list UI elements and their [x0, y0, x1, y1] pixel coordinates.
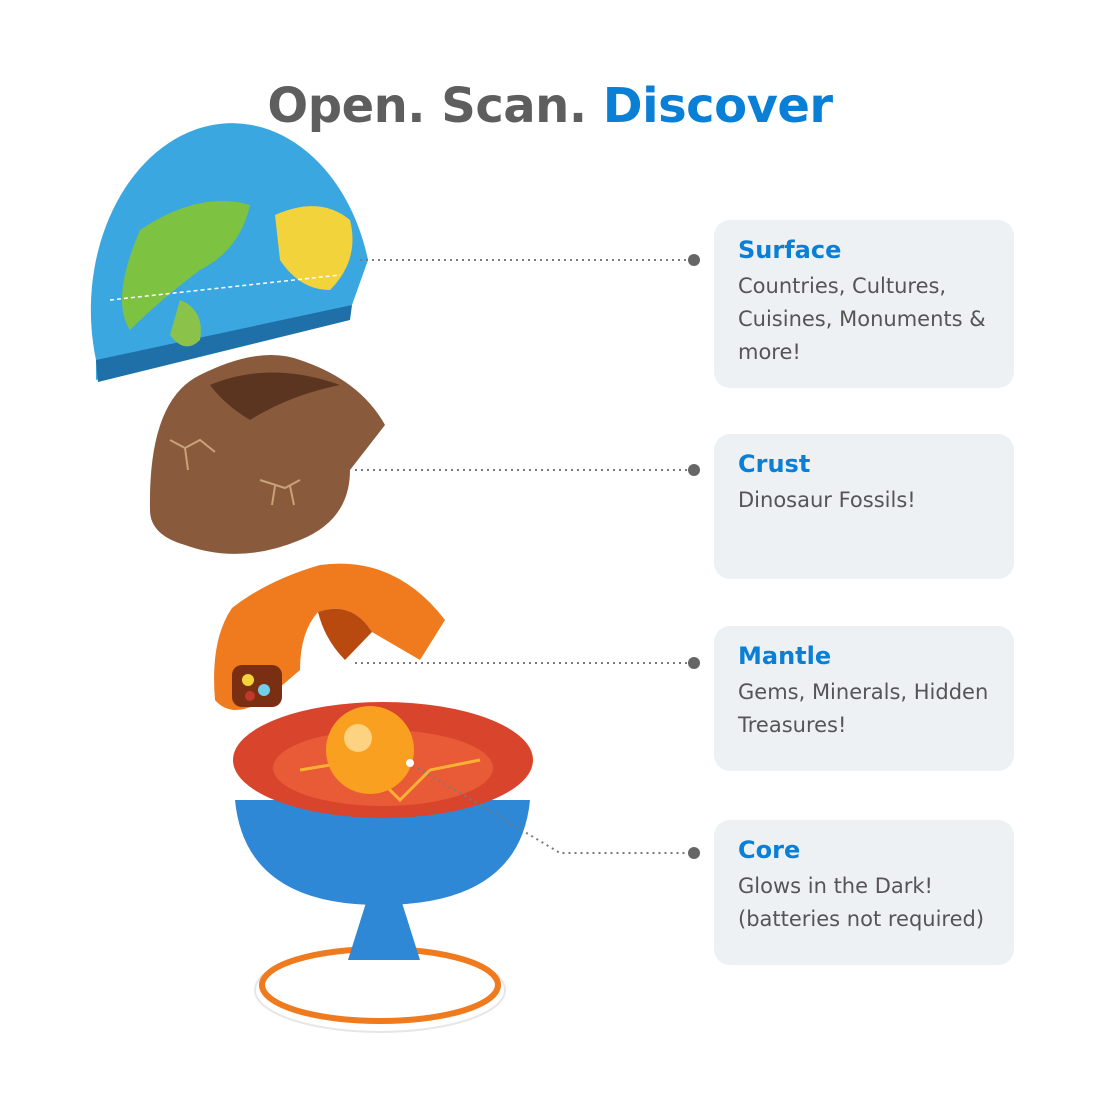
- core-card: Core Glows in the Dark! (batteries not r…: [714, 820, 1014, 965]
- mantle-layer-image: [214, 563, 445, 710]
- crust-layer-image: [149, 355, 385, 554]
- core-leader-dot: [688, 847, 700, 859]
- crust-leader-dot: [688, 464, 700, 476]
- headline: Open. Scan. Discover: [0, 78, 1100, 134]
- surface-leader-dot: [688, 254, 700, 266]
- mantle-card: Mantle Gems, Minerals, Hidden Treasures!: [714, 626, 1014, 771]
- surface-title: Surface: [738, 236, 842, 264]
- core-layer-image: [233, 702, 533, 1033]
- surface-layer-image: [90, 123, 369, 382]
- core-description: Glows in the Dark! (batteries not requir…: [738, 874, 985, 931]
- surface-card: Surface Countries, Cultures, Cuisines, M…: [714, 220, 1014, 388]
- core-leader-line: [417, 767, 694, 854]
- headline-part1: Open. Scan.: [267, 78, 587, 134]
- core-title: Core: [738, 836, 801, 864]
- mantle-title: Mantle: [738, 642, 832, 670]
- crust-title: Crust: [738, 450, 811, 478]
- mantle-description: Gems, Minerals, Hidden Treasures!: [738, 680, 989, 737]
- mantle-leader-dot: [688, 657, 700, 669]
- core-origin-dot: [406, 759, 414, 767]
- crust-description: Dinosaur Fossils!: [738, 488, 916, 512]
- leader-lines: [355, 259, 694, 854]
- leader-dots: [406, 254, 700, 859]
- headline-part2: Discover: [602, 78, 833, 134]
- crust-card: Crust Dinosaur Fossils!: [714, 434, 1014, 579]
- surface-description: Countries, Cultures, Cuisines, Monuments…: [738, 274, 986, 364]
